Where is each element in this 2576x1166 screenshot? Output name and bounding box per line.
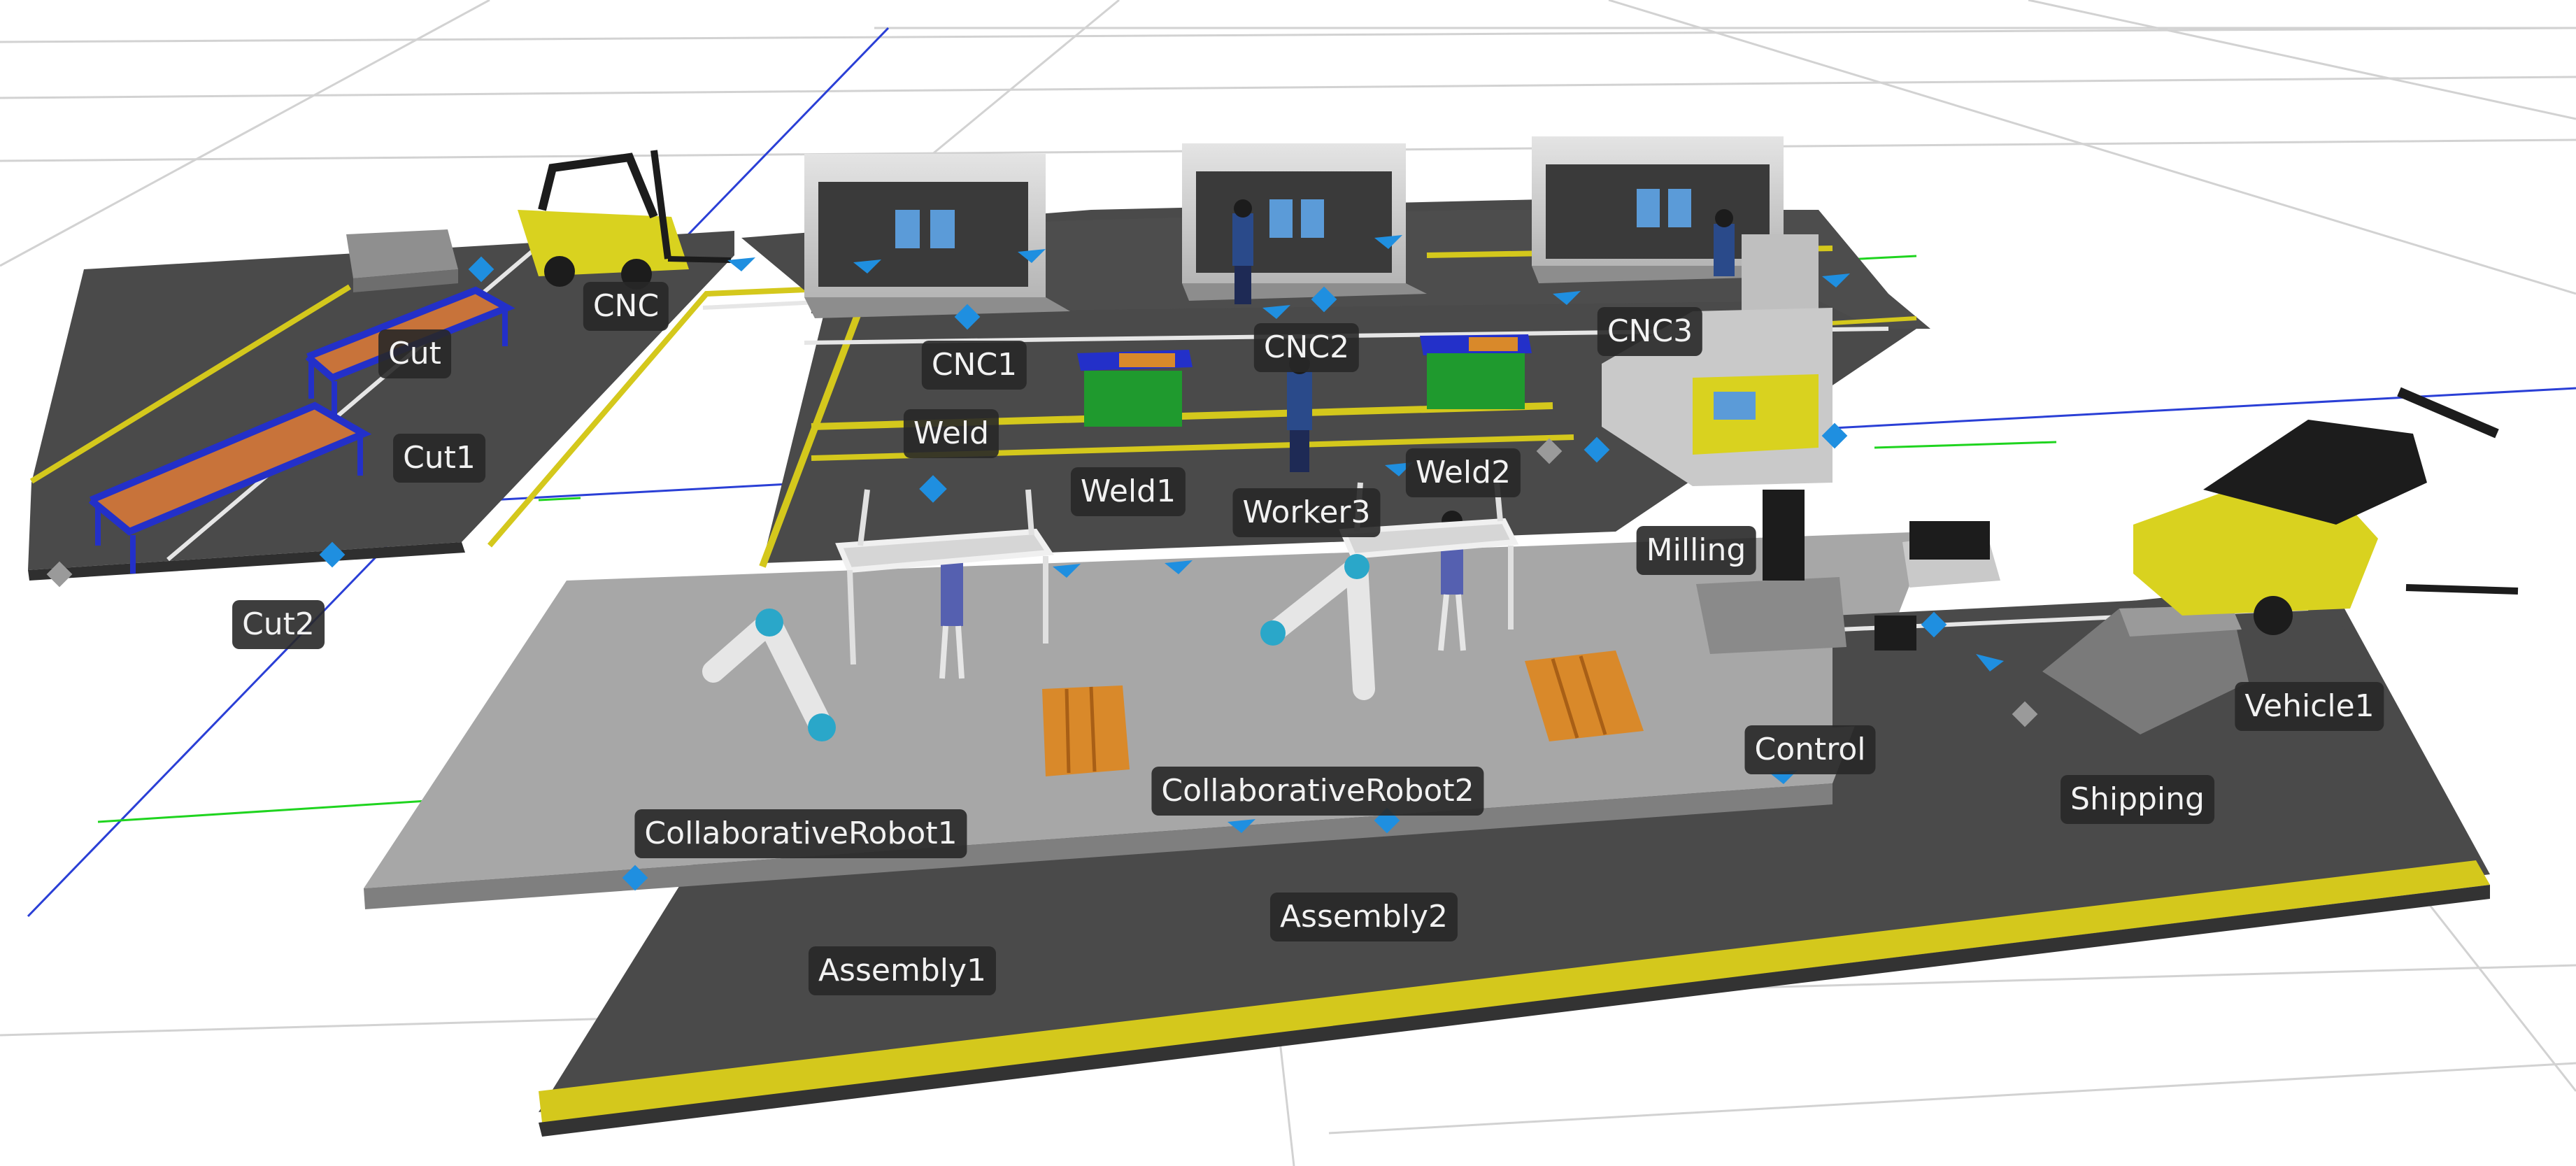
cnc-machine-1[interactable] (804, 154, 1070, 318)
cnc-machine-2[interactable] (1182, 143, 1427, 301)
label-cnc2[interactable]: CNC2 (1253, 323, 1360, 372)
label-vehicle1[interactable]: Vehicle1 (2235, 682, 2384, 731)
label-collaborative-robot2[interactable]: CollaborativeRobot2 (1151, 767, 1484, 816)
assembly-bench-1[interactable] (835, 489, 1055, 665)
cut-supply-box[interactable] (346, 229, 458, 292)
label-weld[interactable]: Weld (903, 409, 999, 458)
label-milling[interactable]: Milling (1636, 526, 1756, 575)
pallet-2[interactable] (1525, 650, 1644, 741)
assembly-area-floor (364, 532, 2490, 1137)
welding-station-1[interactable] (1077, 350, 1193, 427)
label-cnc[interactable]: CNC (583, 282, 669, 331)
label-cnc3[interactable]: CNC3 (1597, 307, 1703, 356)
label-weld2[interactable]: Weld2 (1405, 448, 1521, 497)
milling-station[interactable] (1696, 490, 1846, 654)
control-station[interactable] (1874, 521, 2000, 650)
cutting-table-2[interactable] (88, 401, 372, 574)
label-assembly2[interactable]: Assembly2 (1269, 893, 1458, 941)
label-cut2[interactable]: Cut2 (232, 600, 325, 649)
pallet-1[interactable] (1042, 685, 1130, 776)
label-cut[interactable]: Cut (378, 329, 451, 378)
label-cut1[interactable]: Cut1 (393, 434, 485, 483)
collaborative-robot-arm-1[interactable] (702, 609, 836, 741)
worker-cnc3[interactable] (1714, 209, 1735, 276)
label-weld1[interactable]: Weld1 (1070, 467, 1186, 516)
forklift-right[interactable] (2133, 387, 2519, 635)
label-assembly1[interactable]: Assembly1 (808, 946, 997, 995)
worker-cnc2[interactable] (1232, 199, 1253, 304)
welding-station-2[interactable] (1420, 334, 1532, 409)
cnc-machine-3[interactable] (1532, 136, 1805, 283)
label-control[interactable]: Control (1744, 725, 1876, 774)
milling-machine[interactable] (1602, 234, 1833, 486)
connector-markers-gray (46, 438, 2038, 727)
label-collaborative-robot1[interactable]: CollaborativeRobot1 (634, 809, 967, 858)
connector-markers (319, 235, 2004, 891)
forklift-left[interactable] (518, 150, 732, 290)
label-shipping[interactable]: Shipping (2061, 775, 2214, 824)
label-cnc1[interactable]: CNC1 (921, 341, 1027, 390)
label-worker3[interactable]: Worker3 (1232, 488, 1381, 537)
collaborative-robot-arm-2[interactable] (1260, 554, 1375, 700)
